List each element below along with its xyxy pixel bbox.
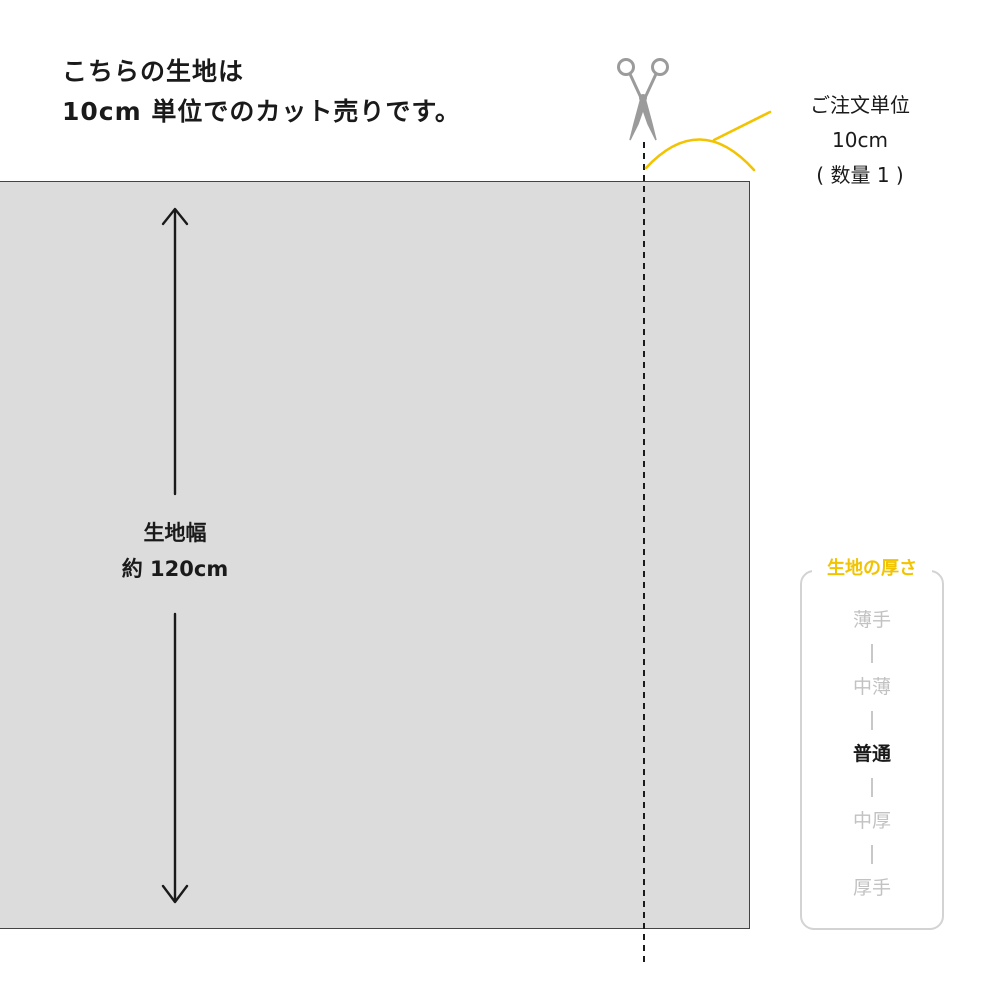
thickness-title: 生地の厚さ: [812, 556, 932, 582]
thickness-scale: 薄手 中薄 普通 中厚 厚手: [800, 603, 944, 905]
order-unit-line-1: ご注文単位: [810, 93, 910, 117]
thickness-level-thick: 厚手: [852, 877, 891, 899]
arrow-head-up: [161, 207, 189, 226]
headline-line-2: 10cm 単位でのカット売りです。: [62, 97, 461, 126]
scissors-icon: [617, 58, 669, 141]
thickness-level-medium-thin: 中薄: [852, 676, 891, 698]
thickness-level-normal: 普通: [852, 743, 891, 765]
fabric-swatch: [0, 181, 750, 929]
fabric-width-label: 生地幅 約 120cm: [95, 515, 255, 587]
fabric-width-arrow: [161, 207, 189, 904]
order-unit-line-3: ( 数量 1 ): [816, 163, 904, 187]
thickness-level-thin: 薄手: [852, 609, 891, 631]
thickness-level-medium-thick: 中厚: [852, 810, 891, 832]
scissors-right-handle: [651, 58, 669, 76]
fabric-width-title: 生地幅: [143, 521, 207, 545]
thickness-separator: [800, 771, 944, 804]
headline-line-1: こちらの生地は: [62, 57, 245, 86]
headline: こちらの生地は 10cm 単位でのカット売りです。: [62, 52, 461, 132]
scissors-pivot: [639, 94, 647, 102]
order-unit-label: ご注文単位 10cm ( 数量 1 ): [760, 88, 960, 193]
callout-arc: [644, 138, 756, 172]
thickness-separator: [800, 704, 944, 737]
scissors-blade-right: [640, 96, 657, 141]
arrow-head-down: [161, 884, 189, 904]
fabric-width-value: 約 120cm: [121, 557, 229, 581]
callout-leader: [712, 110, 772, 142]
order-unit-line-2: 10cm: [832, 128, 888, 152]
thickness-separator: [800, 637, 944, 670]
thickness-separator: [800, 838, 944, 871]
order-unit-callout: [644, 110, 772, 172]
scissors-left-handle: [617, 58, 635, 76]
